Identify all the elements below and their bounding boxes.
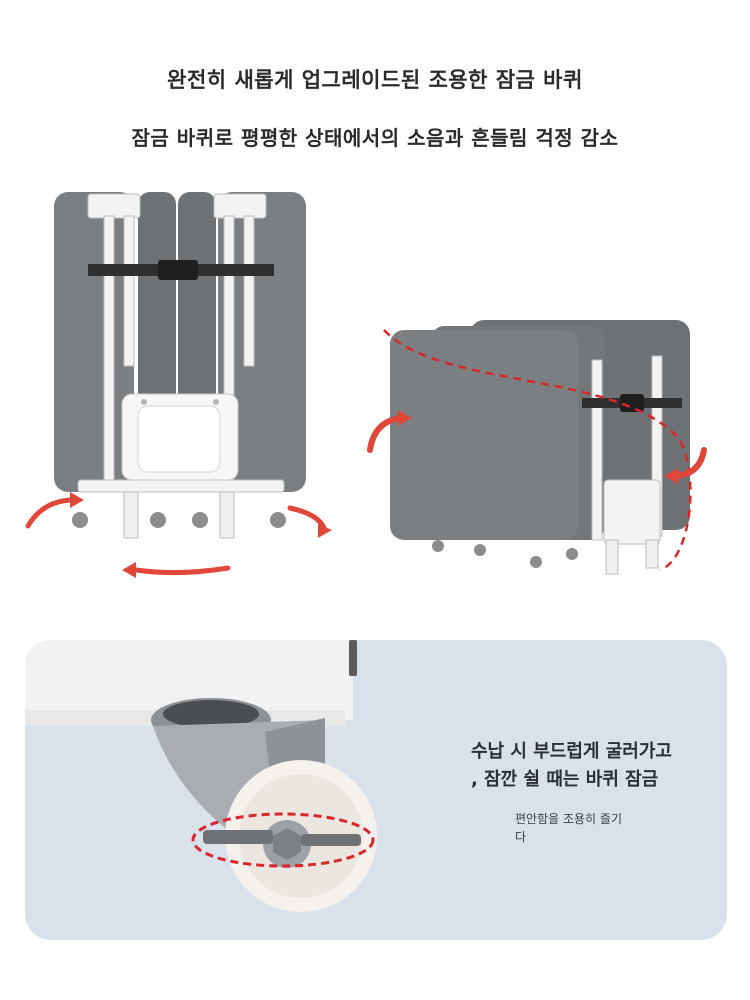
caster-detail-panel: 수납 시 부드럽게 굴러가고 , 잠깐 쉴 때는 바퀴 잠금 편안함을 조용히 … <box>25 640 727 940</box>
folded-bed-angled-illustration <box>367 320 707 575</box>
caster-description: 수납 시 부드럽게 굴러가고 , 잠깐 쉴 때는 바퀴 잠금 <box>471 738 711 794</box>
caster-description-line1: 수납 시 부드럽게 굴러가고 <box>471 741 672 762</box>
headline-primary: 완전히 새롭게 업그레이드된 조용한 잠금 바퀴 <box>167 68 583 92</box>
rotation-arrows-icon <box>25 497 327 576</box>
center-block <box>121 393 239 481</box>
casters-icon <box>72 512 286 528</box>
dashed-ellipse-path <box>383 329 692 572</box>
caster-subtext: 편안함을 조용히 즐기 다 <box>515 810 645 846</box>
brake-highlight-dashes <box>191 812 375 868</box>
caster-subtext-line1: 편안함을 조용히 즐기 <box>515 812 622 826</box>
caster-subtext-line2: 다 <box>515 830 527 844</box>
legs <box>123 491 235 539</box>
arrow-heads-icon <box>398 410 678 484</box>
white-frame <box>77 193 285 493</box>
caster-closeup-illustration <box>25 640 377 912</box>
legs <box>605 539 659 575</box>
folded-bed-front-illustration <box>25 192 332 578</box>
caster-description-line2: , 잠깐 쉴 때는 바퀴 잠금 <box>471 769 659 790</box>
headline-secondary: 잠금 바퀴로 평평한 상태에서의 소음과 흔들림 걱정 감소 <box>131 126 619 150</box>
frame <box>591 355 663 545</box>
brake-lever <box>203 830 361 846</box>
strap-buckle <box>620 394 644 412</box>
strap-buckle <box>158 260 198 280</box>
rotation-arrows-icon <box>367 415 707 479</box>
casters-icon <box>432 540 578 568</box>
arrow-heads-icon <box>70 492 332 578</box>
